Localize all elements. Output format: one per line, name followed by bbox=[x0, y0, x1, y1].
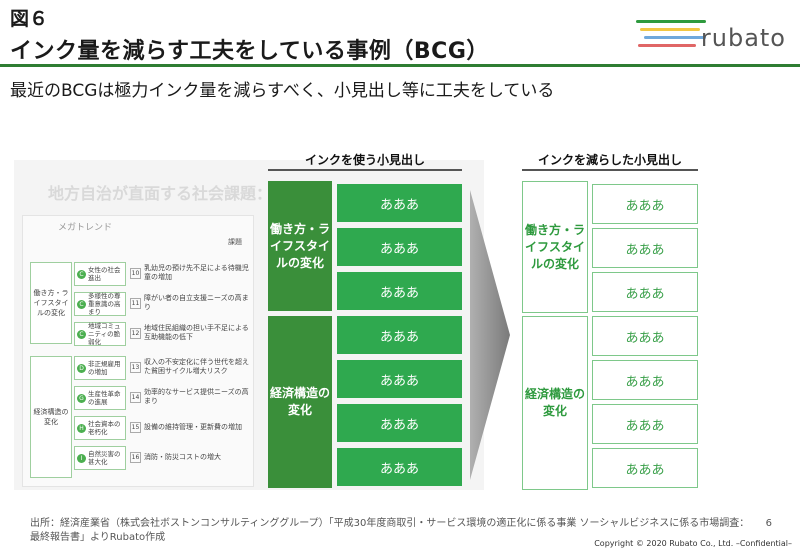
right-group-economy: 経済構造の変化 bbox=[522, 316, 588, 490]
left-heading-rule bbox=[268, 169, 462, 171]
item-mark-icon: C bbox=[77, 329, 86, 339]
item-mark-icon: H bbox=[77, 423, 86, 433]
right-cell: あああ bbox=[592, 404, 698, 444]
right-heading-rule bbox=[522, 169, 698, 171]
right-cell: あああ bbox=[592, 228, 698, 268]
right-cell: あああ bbox=[592, 360, 698, 400]
page-title: インク量を減らす工夫をしている事例（BCG） bbox=[10, 39, 489, 64]
rubato-logo: rubato bbox=[636, 14, 786, 58]
item-mark-icon: G bbox=[77, 393, 86, 403]
right-group-work-style: 働き方・ライフスタイルの変化 bbox=[522, 181, 588, 313]
item-mark-icon: I bbox=[77, 453, 86, 463]
left-cell: あああ bbox=[337, 228, 462, 266]
figure-label: 図６ bbox=[10, 8, 49, 30]
title-divider bbox=[0, 64, 800, 67]
logo-stripe-1 bbox=[636, 20, 706, 23]
left-group-economy: 経済構造の変化 bbox=[268, 316, 332, 488]
page-subtitle: 最近のBCGは極力インク量を減らすべく、小見出し等に工夫をしている bbox=[10, 81, 555, 101]
right-cell: あああ bbox=[592, 448, 698, 488]
copyright-notice: Copyright © 2020 Rubato Co., Ltd. –Confi… bbox=[594, 539, 792, 548]
megatrend-title: メガトレンド bbox=[58, 223, 113, 233]
left-cell: あああ bbox=[337, 316, 462, 354]
background-report-header: 地方自治が直面する社会課題：課 bbox=[48, 184, 289, 203]
left-cell: あああ bbox=[337, 272, 462, 310]
logo-stripe-3 bbox=[644, 36, 706, 39]
logo-stripe-2 bbox=[640, 28, 700, 31]
logo-stripe-4 bbox=[638, 44, 696, 47]
category-work-style: 働き方・ライフスタイルの変化 bbox=[30, 262, 72, 344]
right-cell: あああ bbox=[592, 272, 698, 312]
left-group-work-style: 働き方・ライフスタイルの変化 bbox=[268, 181, 332, 311]
left-cell: あああ bbox=[337, 448, 462, 486]
item-mark-icon: C bbox=[77, 269, 86, 279]
right-cell: あああ bbox=[592, 184, 698, 224]
left-cell: あああ bbox=[337, 404, 462, 442]
left-diagram-heading: インクを使う小見出し bbox=[304, 153, 425, 167]
page-number: 6 bbox=[765, 518, 772, 529]
transition-arrow bbox=[470, 190, 510, 480]
item-mark-icon: D bbox=[77, 363, 86, 373]
item-mark-icon: C bbox=[77, 299, 86, 309]
left-cell: あああ bbox=[337, 184, 462, 222]
left-cell: あああ bbox=[337, 360, 462, 398]
source-note: 出所：経済産業省（株式会社ボストンコンサルティンググループ）「平成30年度商取引… bbox=[30, 518, 750, 543]
issue-title: 課題 bbox=[228, 238, 242, 246]
category-economy: 経済構造の変化 bbox=[30, 356, 72, 478]
logo-wordmark: rubato bbox=[700, 24, 786, 52]
right-cell: あああ bbox=[592, 316, 698, 356]
right-diagram-heading: インクを減らした小見出し bbox=[537, 153, 682, 167]
